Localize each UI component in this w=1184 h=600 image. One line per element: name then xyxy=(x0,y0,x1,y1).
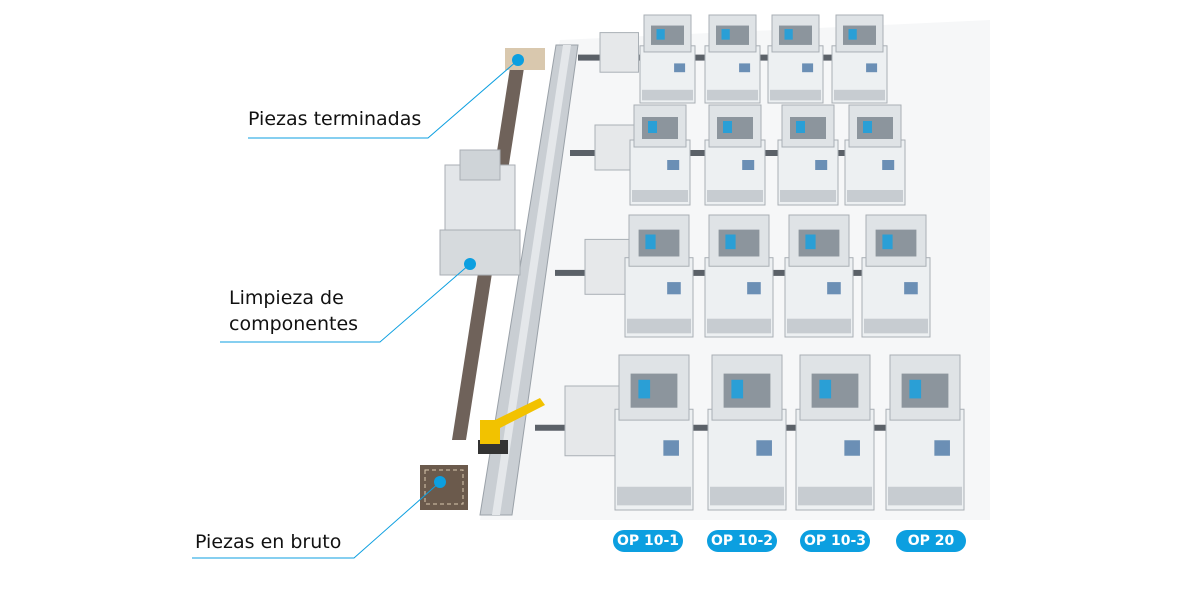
cnc-machine xyxy=(767,14,824,104)
label-finished-parts: Piezas terminadas xyxy=(248,108,422,130)
cnc-machine xyxy=(831,14,888,104)
cnc-machine xyxy=(704,214,774,338)
raw-parts-pallet xyxy=(420,465,468,510)
station-badge-op10-2: OP 10-2 xyxy=(707,530,777,552)
cnc-machine xyxy=(784,214,854,338)
cnc-machine xyxy=(795,354,875,511)
machine-row xyxy=(535,354,965,511)
station-badge-op10-3: OP 10-3 xyxy=(800,530,870,552)
label-cleaning-line2: componentes xyxy=(229,313,359,335)
station-badge-op20: OP 20 xyxy=(896,530,966,552)
raw-parts-marker xyxy=(434,476,446,488)
cnc-machine xyxy=(614,354,694,511)
cnc-machine xyxy=(639,14,696,104)
cnc-machine xyxy=(704,14,761,104)
cnc-machine xyxy=(885,354,965,511)
label-cleaning-line1: Limpieza de xyxy=(229,287,344,309)
label-raw-parts: Piezas en bruto xyxy=(195,531,342,553)
cnc-machine xyxy=(861,214,931,338)
cnc-machine xyxy=(624,214,694,338)
cnc-machine xyxy=(629,104,691,206)
machine-row xyxy=(555,214,931,338)
cnc-machine xyxy=(844,104,906,206)
cnc-machine xyxy=(704,104,766,206)
gantry-rail xyxy=(479,44,579,516)
callout-lines xyxy=(192,59,519,559)
machine-row xyxy=(578,14,888,104)
robot-arm xyxy=(478,398,545,454)
station-badge-op10-1: OP 10-1 xyxy=(613,530,683,552)
finished-parts-marker xyxy=(512,54,524,66)
cnc-machine xyxy=(707,354,787,511)
cnc-machine xyxy=(777,104,839,206)
cleaning-marker xyxy=(464,258,476,270)
cleaning-machine xyxy=(439,149,521,276)
machine-row xyxy=(570,104,906,206)
